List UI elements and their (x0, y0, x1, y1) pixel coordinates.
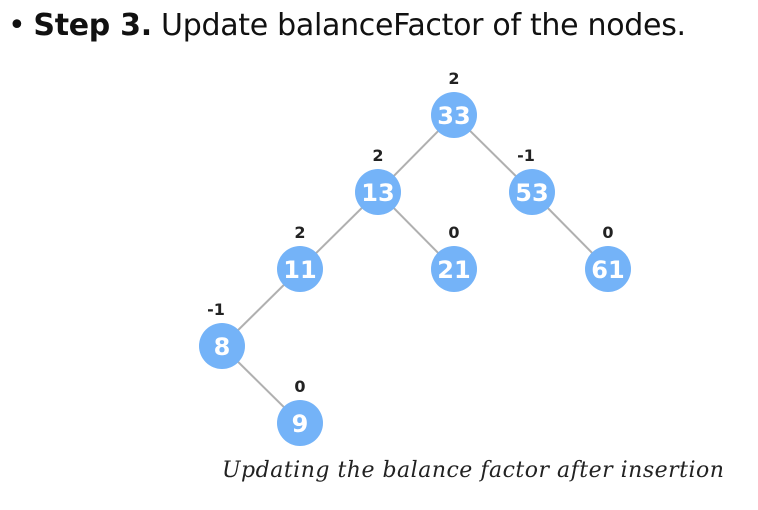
balance-factor-label: 0 (448, 223, 459, 242)
diagram-caption: Updating the balance factor after insert… (222, 458, 725, 483)
node-circle (585, 246, 631, 292)
balance-factor-label: 2 (448, 69, 459, 88)
node-value: 13 (361, 179, 394, 207)
node-circle (277, 400, 323, 446)
tree-node-8: 8 -1 (199, 300, 245, 369)
node-value: 61 (591, 256, 624, 284)
node-circle (277, 246, 323, 292)
bullet: • (8, 8, 26, 43)
node-circle (199, 323, 245, 369)
tree-node-61: 61 0 (585, 223, 631, 292)
node-circle (431, 92, 477, 138)
step-label: Step 3. (33, 8, 152, 43)
balance-factor-label: 2 (294, 223, 305, 242)
balance-factor-label: -1 (517, 146, 535, 165)
tree-node-21: 21 0 (431, 223, 477, 292)
tree-node-11: 11 2 (277, 223, 323, 292)
node-circle (431, 246, 477, 292)
tree-node-53: 53 -1 (509, 146, 555, 215)
node-value: 9 (292, 410, 309, 438)
tree-node-13: 13 2 (355, 146, 401, 215)
node-value: 53 (515, 179, 548, 207)
node-value: 11 (283, 256, 316, 284)
balance-factor-label: 0 (294, 377, 305, 396)
balance-factor-label: 2 (372, 146, 383, 165)
balance-factor-label: -1 (207, 300, 225, 319)
node-circle (509, 169, 555, 215)
node-value: 33 (437, 102, 470, 130)
step-text: Update balanceFactor of the nodes. (161, 8, 686, 43)
node-value: 8 (214, 333, 231, 361)
balance-factor-label: 0 (602, 223, 613, 242)
tree-node-9: 90 (277, 377, 323, 446)
step-heading: •Step 3. Update balanceFactor of the nod… (8, 8, 686, 43)
node-value: 21 (437, 256, 470, 284)
tree-node-33: 33 2 (431, 69, 477, 138)
node-circle (355, 169, 401, 215)
